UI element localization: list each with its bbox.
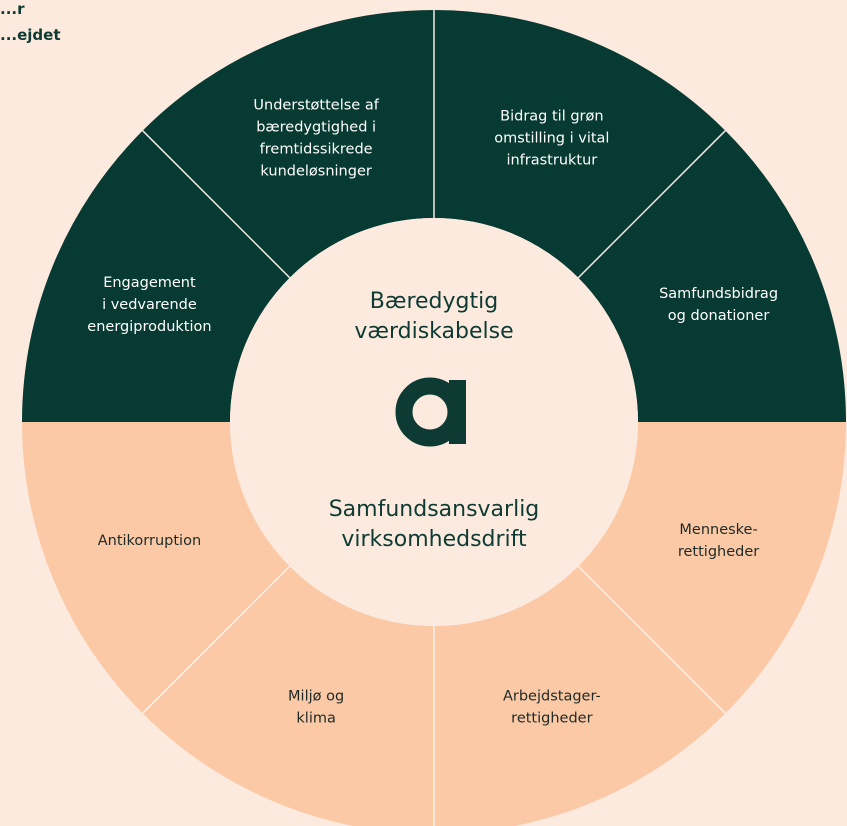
center-title-top-line-1: Bæredygtig bbox=[370, 289, 498, 314]
top-segment-label-2: Understøttelse af bæredygtighed i fremtids… bbox=[253, 97, 379, 179]
top-segment-3-line-2: omstilling i vital bbox=[494, 130, 609, 146]
top-segment-3-line-1: Bidrag til grøn bbox=[500, 108, 603, 124]
center-circle bbox=[230, 218, 638, 626]
corner-heading-line-1: ...r bbox=[0, 0, 25, 18]
bottom-segment-2-line-2: rettigheder bbox=[511, 711, 592, 727]
bottom-segment-1-line-1: Menneske- bbox=[679, 522, 757, 538]
top-segment-2-line-2: bæredygtighed i bbox=[256, 119, 376, 135]
top-segment-1 bbox=[22, 130, 290, 423]
bottom-segment-2-line-1: Arbejdstager- bbox=[503, 689, 601, 705]
segments-layer bbox=[22, 10, 846, 826]
logo-icon bbox=[395, 377, 466, 447]
top-segment-4-line-2: og donationer bbox=[668, 308, 770, 324]
bottom-segment-label-4: Antikorruption bbox=[98, 533, 201, 549]
bottom-segment-3 bbox=[142, 566, 434, 826]
top-segment-label-3: Bidrag til grøn omstilling i vital infrast… bbox=[494, 108, 609, 168]
segment-divider-1 bbox=[142, 130, 291, 279]
bottom-segment-4-line-1: Antikorruption bbox=[98, 533, 201, 549]
top-segment-4 bbox=[578, 130, 846, 423]
top-segment-4-line-1: Samfundsbidrag bbox=[659, 286, 778, 302]
top-segment-1-line-2: i vedvarende bbox=[102, 297, 197, 313]
bottom-segment-label-1: Menneske-rettigheder bbox=[678, 522, 759, 560]
top-segment-label-1: Engagement i vedvarende energiproduktion bbox=[87, 275, 211, 335]
bottom-segment-label-2: Arbejdstager-rettigheder bbox=[503, 689, 601, 727]
segment-divider-3 bbox=[577, 130, 726, 279]
center-title-bottom-line-1: Samfundsansvarlig bbox=[329, 497, 540, 522]
bottom-segment-4 bbox=[22, 422, 290, 714]
bottom-segment-3-line-1: Miljø og bbox=[288, 689, 344, 705]
top-segment-1-line-1: Engagement bbox=[103, 275, 196, 291]
top-segment-label-4: Samfundsbidrag og donationer bbox=[659, 286, 778, 324]
corner-heading: ...r ...ejdet bbox=[0, 0, 61, 48]
center-title-bottom-line-2: virksomhedsdrift bbox=[341, 527, 527, 552]
bottom-segment-1-line-2: rettigheder bbox=[678, 544, 759, 560]
segment-divider-6 bbox=[142, 565, 291, 714]
top-segment-3-line-3: infrastruktur bbox=[506, 152, 597, 168]
bottom-segment-1 bbox=[578, 422, 846, 714]
segment-divider-4 bbox=[577, 565, 726, 714]
bottom-segment-3-line-2: klima bbox=[296, 711, 335, 727]
corner-heading-line-2: ...ejdet bbox=[0, 26, 61, 44]
top-segment-3 bbox=[434, 10, 726, 278]
top-segment-2-line-3: fremtidssikrede bbox=[260, 141, 373, 157]
bottom-segment-2 bbox=[434, 566, 726, 826]
bottom-segment-label-3: Miljø og klima bbox=[288, 689, 344, 727]
top-segment-2-line-4: kundeløsninger bbox=[260, 163, 371, 179]
top-segment-2 bbox=[142, 10, 435, 278]
labels-layer: Engagement i vedvarende energiproduktion Un… bbox=[87, 97, 778, 726]
top-segment-1-line-3: energiproduktion bbox=[87, 319, 211, 335]
center-title-top-line-2: værdiskabelse bbox=[354, 319, 513, 344]
top-segment-2-line-1: Understøttelse af bbox=[253, 97, 379, 113]
dividers-layer bbox=[142, 10, 726, 826]
